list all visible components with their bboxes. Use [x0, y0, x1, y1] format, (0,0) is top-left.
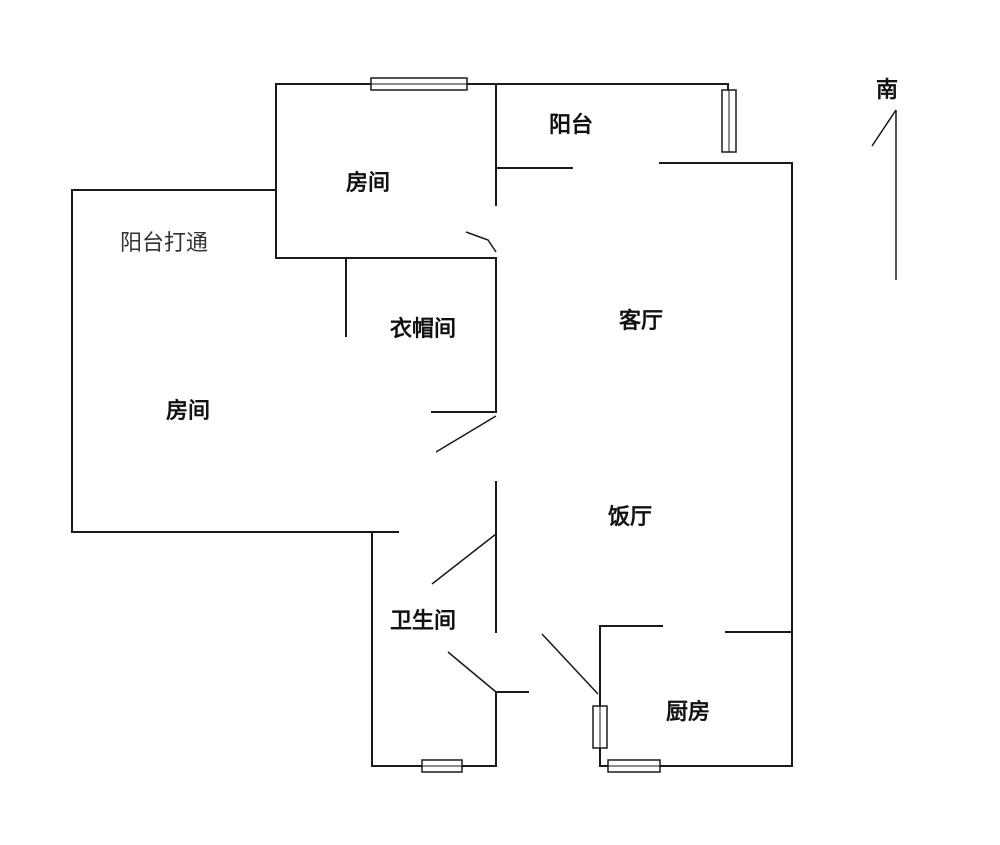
doors — [431, 231, 599, 695]
door-bedroom-top — [465, 231, 497, 253]
room-label-balcony-opened: 阳台打通 — [120, 231, 208, 256]
compass: 南 — [871, 78, 898, 280]
door-bathroom-lower — [447, 651, 497, 693]
room-label-kitchen: 厨房 — [666, 699, 710, 725]
room-labels: 房间 阳台 阳台打通 衣帽间 房间 客厅 饭厅 卫生间 厨房 — [120, 112, 710, 725]
window-balcony — [721, 89, 737, 153]
window-kitchen-bottom — [607, 759, 661, 773]
compass-label: 南 — [876, 78, 898, 103]
room-label-dining-room: 饭厅 — [608, 504, 652, 530]
room-label-living-room: 客厅 — [619, 308, 663, 334]
compass-tick — [871, 109, 897, 147]
door-bathroom-upper — [431, 533, 497, 585]
door-kitchen — [541, 633, 599, 695]
room-label-bathroom: 卫生间 — [390, 609, 456, 634]
window-top — [370, 77, 468, 91]
window-kitchen-side — [592, 705, 608, 749]
walls — [71, 83, 793, 767]
windows — [370, 77, 737, 773]
room-label-closet: 衣帽间 — [390, 316, 456, 342]
window-bathroom — [421, 759, 463, 773]
door-closet — [435, 415, 497, 453]
room-label-bedroom-left: 房间 — [166, 398, 210, 424]
room-label-balcony: 阳台 — [549, 112, 593, 138]
room-label-bedroom-top: 房间 — [346, 170, 390, 196]
